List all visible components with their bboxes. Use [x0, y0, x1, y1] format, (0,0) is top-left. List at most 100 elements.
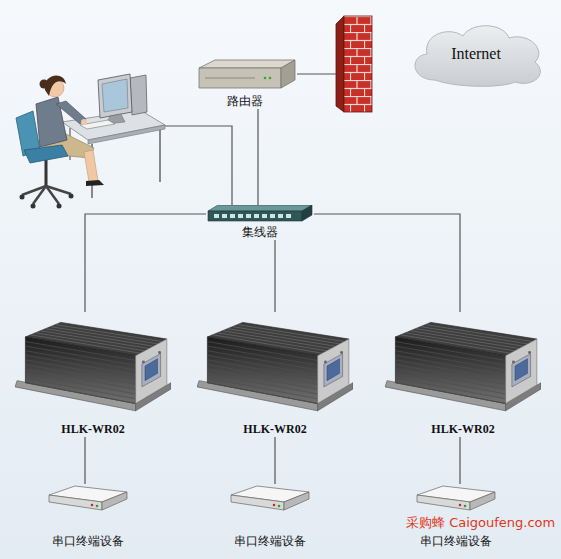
serial-server-device-icon-part-part — [506, 339, 537, 403]
serial-server-device-icon-part-part — [25, 378, 135, 399]
workstation-figure-part-part — [33, 186, 46, 204]
serial-server-device-icon-part-part — [136, 339, 167, 403]
node-label: 串口终端设备 — [222, 534, 318, 549]
serial-server-device-icon-part-part — [340, 351, 343, 354]
serial-server-device-icon-part-part — [395, 378, 505, 399]
serial-server-device-icon-part-part — [327, 359, 339, 381]
serial-server-device-icon-part-part — [324, 360, 327, 363]
serial-server-device-icon-part-part — [142, 354, 161, 387]
workstation-figure-part — [159, 129, 161, 182]
workstation-figure-part — [84, 150, 98, 182]
serial-terminal-device: 串口终端设备 — [40, 484, 136, 549]
workstation-figure-part — [81, 119, 87, 125]
hub-device-icon-part-part — [230, 214, 235, 218]
network-cable — [84, 437, 85, 484]
serial-server-device-icon-part — [197, 322, 353, 410]
workstation-figure-part — [69, 194, 74, 199]
hub-device-icon-part — [208, 205, 312, 221]
router-device-icon-part-part — [199, 60, 295, 68]
firewall-wall — [336, 16, 372, 112]
hub-device-icon-part-part — [208, 205, 312, 211]
serial-server-device-icon-part-part — [425, 325, 532, 342]
hub-device-icon-part-part — [222, 214, 227, 218]
network-cable — [257, 109, 258, 205]
serial-server-device-icon-part-part — [25, 383, 135, 404]
workstation-figure-part-part — [46, 186, 71, 194]
workstation-figure-part — [88, 125, 165, 144]
node-label: 串口终端设备 — [40, 534, 136, 549]
node-label: 串口终端设备 — [408, 534, 504, 549]
internet-cloud: Internet — [405, 20, 547, 88]
serial-server-device-icon-part — [385, 322, 541, 410]
serial-terminal-device-icon-part-part — [470, 492, 495, 510]
serial-terminal-device-icon — [40, 484, 136, 514]
serial-server-device-icon-part-part — [318, 339, 349, 403]
hub-device-icon — [206, 205, 314, 223]
serial-server-device: HLK-WR02 — [15, 312, 171, 437]
serial-server-device-icon-part-part — [207, 342, 317, 361]
router-device: 路由器 — [193, 58, 297, 109]
serial-server-device-icon-part-part — [207, 374, 317, 394]
serial-server-device-icon-part-part — [395, 346, 505, 365]
computer-hub-wire — [160, 126, 232, 205]
workstation-figure-part — [22, 186, 71, 204]
serial-server-device-icon-part-part — [55, 325, 162, 342]
serial-server-device: HLK-WR02 — [385, 312, 541, 437]
serial-server-device-icon-part-part — [512, 360, 515, 363]
serial-server-device-icon-part-part — [142, 360, 145, 363]
workstation-figure-part — [20, 195, 25, 200]
serial-terminal-device-icon-part-part — [417, 495, 470, 510]
serial-terminal-device-icon-part-part — [96, 505, 99, 508]
serial-server-device-icon-part-part — [25, 337, 135, 404]
serial-server-device-icon-part-part — [237, 325, 344, 342]
router-device-icon-part-part — [199, 68, 281, 88]
serial-server-device-icon-part-part — [207, 378, 317, 399]
node-label: 集线器 — [206, 225, 314, 240]
serial-terminal-device-icon-part-part — [49, 495, 102, 510]
network-cable — [85, 214, 206, 312]
serial-server-device-icon-part-part — [395, 337, 505, 404]
workstation-figure-part — [80, 120, 115, 129]
workstation-figure-part — [57, 204, 62, 209]
serial-server-device-icon-part-part — [207, 337, 317, 404]
router-device-icon-part-part — [269, 77, 272, 80]
serial-server-device-icon-part-part — [51, 327, 158, 344]
network-cable — [314, 214, 460, 312]
network-cable — [459, 437, 460, 484]
workstation-figure-part — [102, 79, 128, 112]
workstation-figure-part — [24, 145, 68, 163]
serial-server-device-icon — [385, 312, 541, 416]
cloud-outline-part — [415, 26, 540, 87]
serial-server-device-icon-part-part — [233, 327, 340, 344]
router-device-icon-part-part — [205, 78, 255, 79]
watermark: 采购蜂 Caigoufeng.com — [406, 515, 555, 531]
serial-server-device-icon-part-part — [145, 359, 157, 381]
serial-server-device-icon-part-part — [324, 354, 343, 387]
serial-terminal-device-icon — [222, 484, 318, 514]
router-firewall-wire — [297, 73, 336, 74]
serial-server-device-icon-part-part — [395, 342, 505, 361]
workstation-figure-part — [86, 180, 104, 186]
hub-device: 集线器 — [206, 205, 314, 240]
serial-server-device: HLK-WR02 — [197, 312, 353, 437]
serial-terminal-device-icon-part-part — [464, 505, 467, 508]
workstation-figure-part — [56, 101, 86, 124]
hub-device-icon-part-part — [262, 214, 267, 218]
router-device-icon-part — [199, 60, 295, 88]
hub-device-icon-part-part — [302, 205, 312, 221]
hub-device-icon-part-part — [270, 214, 275, 218]
serial-terminal-device-icon-part-part — [278, 505, 281, 508]
serial-server-device-icon-part-part — [395, 383, 505, 404]
serial-server-device-icon-part-part — [207, 346, 317, 365]
firewall-wall-part — [336, 16, 344, 112]
serial-terminal-device-icon-part-part — [273, 504, 276, 507]
serial-terminal-device-icon-part-part — [102, 492, 127, 510]
serial-server-device-icon-part-part — [515, 359, 527, 381]
network-cable — [274, 437, 275, 484]
serial-server-device-icon-part-part — [512, 354, 531, 387]
serial-terminal-device-icon-part-part — [231, 495, 284, 510]
serial-server-device-icon — [197, 312, 353, 416]
firewall-wall-part — [344, 16, 372, 112]
node-label: Internet — [451, 44, 501, 64]
